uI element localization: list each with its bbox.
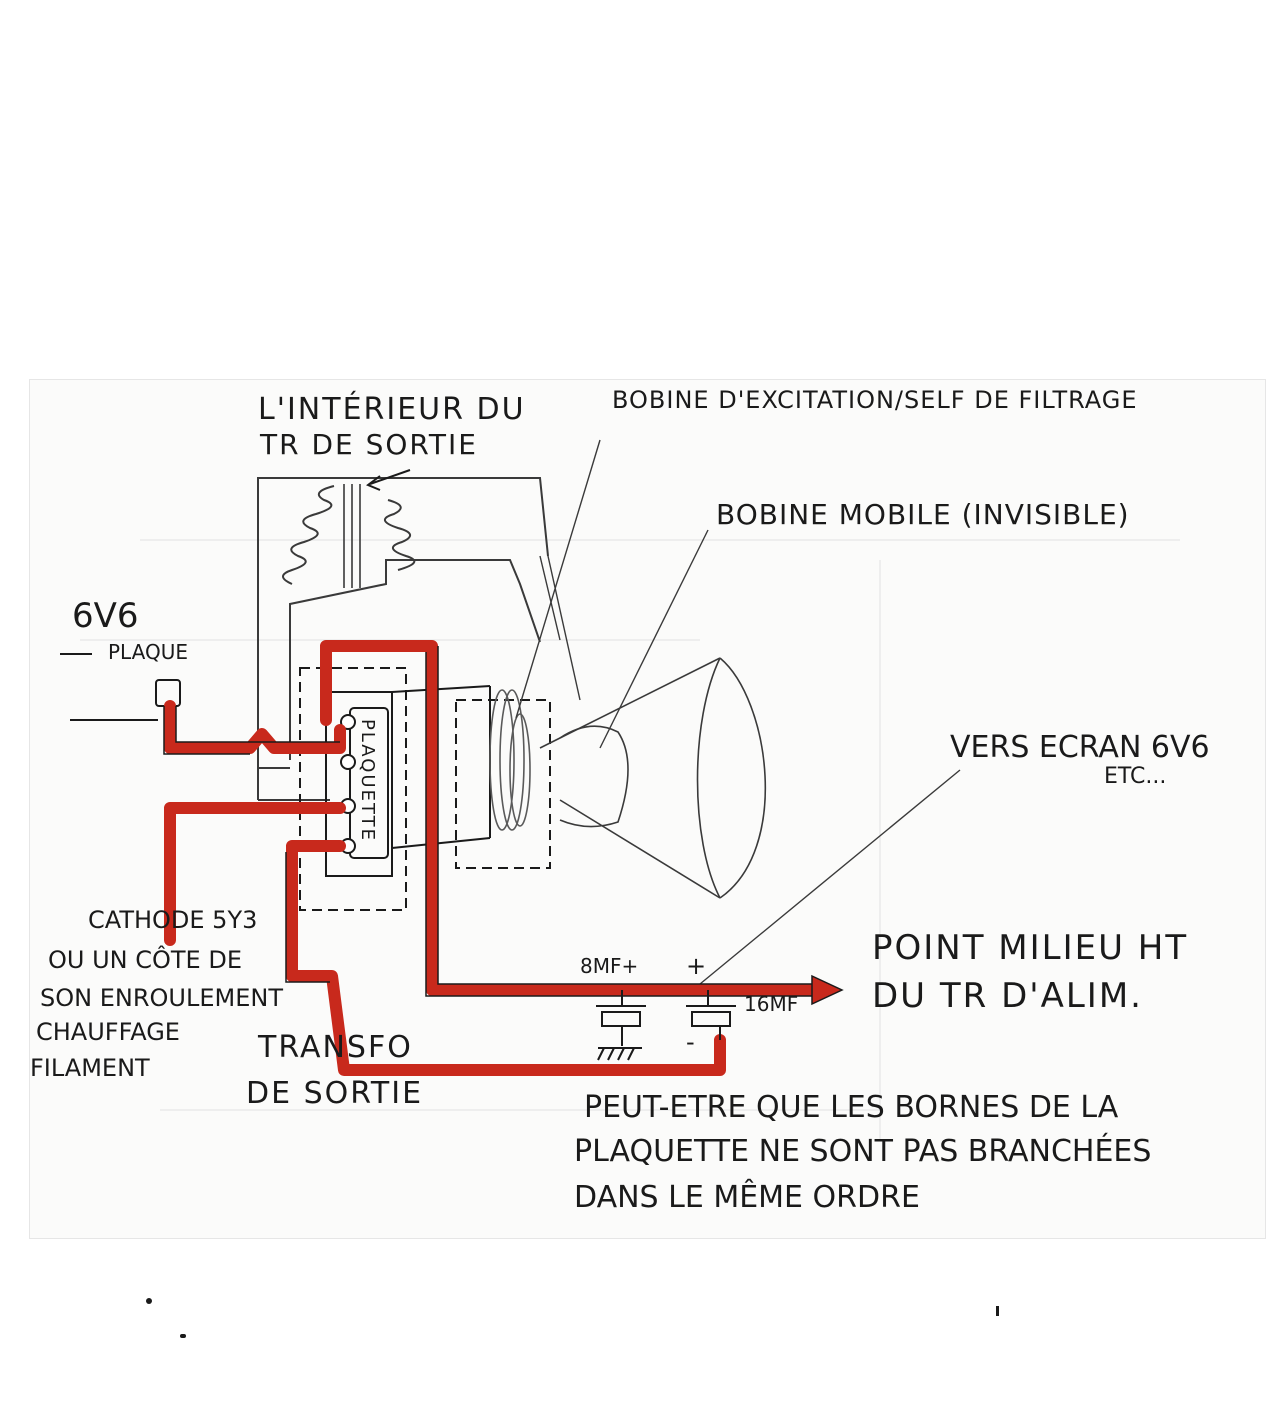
red-wire-outlines [163,646,820,997]
coil-primary [282,485,335,585]
label-cathode-4: CHAUFFAGE [36,1018,180,1046]
speaker-magnet-box [391,685,551,869]
label-vers-ecran: VERS ECRAN 6V6 [950,730,1210,765]
label-de-sortie: DE SORTIE [246,1076,424,1111]
6v6-plate-pin [60,653,181,721]
label-cap-8mf: 8MF+ [580,954,639,978]
stray-dot-2 [180,1334,186,1338]
capacitor-16mf [686,990,736,1040]
label-plaquette: PLAQUETTE [357,718,379,843]
speaker-cone [539,657,767,899]
label-cathode-3: SON ENROULEMENT [40,984,283,1012]
transformer-core [343,484,361,588]
leader-lines [515,439,961,985]
coil-secondary [384,499,416,571]
label-cap-16mf-minus: - [686,1028,695,1056]
field-coil [489,689,531,831]
label-interieur-2: TR DE SORTIE [260,428,478,461]
label-cap-16mf: 16MF [744,992,799,1016]
label-bobine-mobile: BOBINE MOBILE (INVISIBLE) [716,498,1130,531]
label-etc: ETC... [1104,764,1167,789]
label-6v6: 6V6 [72,596,139,636]
label-note-2: PLAQUETTE NE SONT PAS BRANCHÉES [574,1134,1152,1169]
label-note-1: PEUT-ETRE QUE LES BORNES DE LA [584,1090,1119,1125]
label-bobine-excitation: BOBINE D'EXCITATION/SELF DE FILTRAGE [612,386,1138,414]
label-interieur: L'INTÉRIEUR DU [258,392,526,427]
ht-arrow [811,974,844,1006]
label-transfo: TRANSFO [258,1030,413,1065]
background-grid [80,539,1180,1140]
label-note-3: DANS LE MÊME ORDRE [574,1180,920,1215]
arrow-to-coil [366,469,411,491]
label-cathode-5: FILAMENT [30,1054,150,1082]
plaquette-box [299,667,407,911]
label-cathode-2: OU UN CÔTE DE [48,946,242,974]
label-plaque: PLAQUE [108,640,189,664]
red-wires [164,640,826,1076]
label-cap-16mf-plus: + [686,952,707,980]
capacitor-8mf [596,990,646,1061]
stray-dot-3 [996,1306,999,1316]
label-point-milieu-1: POINT MILIEU HT [872,928,1189,968]
output-transformer-frame [257,477,549,801]
label-point-milieu-2: DU TR D'ALIM. [872,976,1143,1016]
label-cathode-1: CATHODE 5Y3 [88,906,258,934]
stray-dot-1 [146,1298,152,1304]
